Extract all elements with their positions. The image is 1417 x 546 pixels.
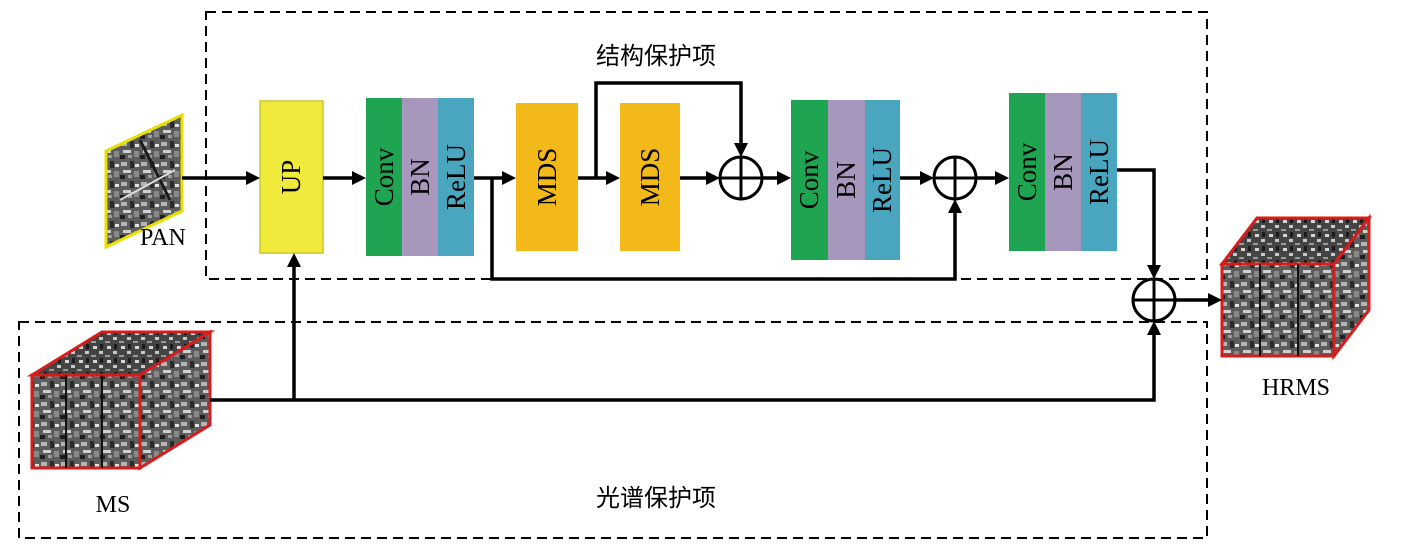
mds-block-2: MDS	[620, 103, 680, 251]
mds-2-label: MDS	[635, 148, 665, 207]
cbr-1-conv-label: Conv	[369, 147, 399, 206]
mds-block-1: MDS	[516, 103, 578, 251]
cbr-2-relu-label: ReLU	[867, 147, 897, 213]
cbr-2-conv-label: Conv	[794, 150, 824, 209]
circled-plus-icon	[1131, 277, 1177, 323]
pan-label: PAN	[140, 225, 186, 251]
spectral-preservation-region	[18, 321, 1208, 539]
cbr-block-1: Conv BN ReLU	[366, 98, 474, 256]
up-block: UP	[259, 100, 324, 254]
cbr-3-relu-label: ReLU	[1084, 139, 1114, 205]
mds-1-label: MDS	[532, 148, 562, 207]
up-block-label: UP	[276, 160, 306, 195]
pan-image	[104, 112, 184, 250]
ms-label: MS	[96, 492, 131, 518]
spectral-term-label: 光谱保护项	[596, 484, 716, 512]
structure-term-label: 结构保护项	[596, 42, 716, 70]
hrms-image	[1218, 213, 1373, 361]
cbr-3-conv-label: Conv	[1012, 142, 1042, 201]
arrowhead-icon	[246, 143, 1222, 335]
cbr-block-2: Conv BN ReLU	[791, 100, 900, 260]
hrms-label: HRMS	[1262, 375, 1330, 401]
cbr-2-bn-label: BN	[831, 161, 861, 199]
cbr-block-3: Conv BN ReLU	[1009, 93, 1117, 251]
cbr-1-relu-label: ReLU	[441, 144, 471, 210]
connection-lines	[182, 81, 1208, 402]
circled-plus-icon	[718, 155, 764, 201]
ms-image	[26, 329, 216, 471]
cbr-3-bn-label: BN	[1048, 153, 1078, 191]
cbr-1-bn-label: BN	[405, 158, 435, 196]
circled-plus-icon	[932, 155, 978, 201]
